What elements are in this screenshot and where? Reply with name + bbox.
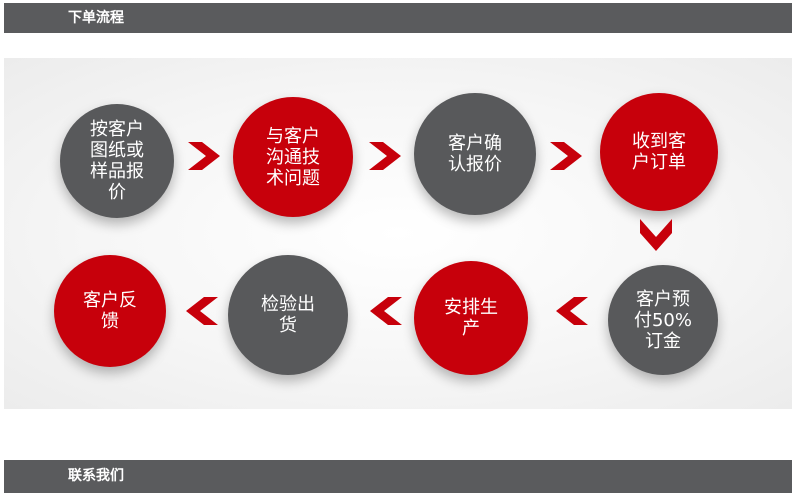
section-bar-contact-us: 联系我们	[4, 460, 792, 493]
step-label: 与客户 沟通技 术问题	[266, 125, 320, 189]
step-quote-confirm: 客户确 认报价	[414, 93, 536, 215]
step-order-received: 收到客 户订单	[600, 93, 718, 211]
step-label: 客户确 认报价	[448, 133, 502, 175]
chevron-arrow-icon	[184, 136, 224, 176]
step-label: 客户反 馈	[83, 290, 137, 332]
step-deposit: 客户预 付50% 订金	[608, 265, 718, 375]
step-quote: 按客户 图纸或 样品报 价	[60, 104, 174, 218]
step-label: 客户预 付50% 订金	[633, 288, 692, 352]
chevron-arrow-icon	[546, 136, 586, 176]
step-label: 收到客 户订单	[632, 131, 686, 173]
step-label: 检验出 货	[261, 294, 315, 336]
step-production: 安排生 产	[414, 261, 528, 375]
step-label: 按客户 图纸或 样品报 价	[90, 119, 144, 203]
step-inspection-shipping: 检验出 货	[228, 255, 348, 375]
chevron-arrow-icon	[636, 215, 676, 255]
section-title: 联系我们	[68, 468, 124, 484]
section-title: 下单流程	[68, 10, 124, 26]
step-label: 安排生 产	[444, 297, 498, 339]
chevron-arrow-icon	[552, 291, 592, 331]
order-flow-diagram: 按客户 图纸或 样品报 价 与客户 沟通技 术问题 客户确 认报价 收到客 户订…	[4, 58, 792, 409]
chevron-arrow-icon	[182, 291, 222, 331]
section-bar-order-process: 下单流程	[4, 3, 792, 33]
chevron-arrow-icon	[366, 291, 406, 331]
chevron-arrow-icon	[365, 136, 405, 176]
step-tech-communication: 与客户 沟通技 术问题	[233, 97, 353, 217]
step-feedback: 客户反 馈	[54, 255, 166, 367]
